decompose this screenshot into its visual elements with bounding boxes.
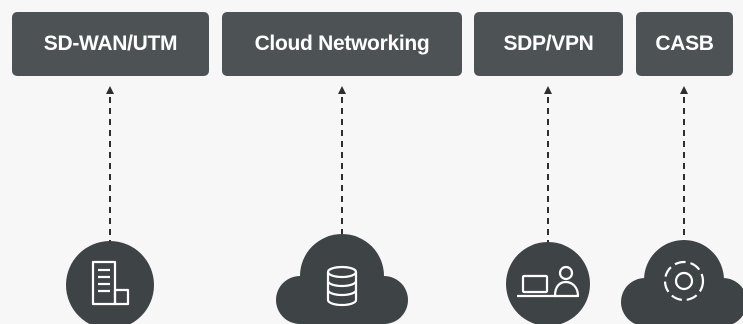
arrowhead-casb (680, 86, 688, 94)
box-sdp-vpn: SDP/VPN (474, 12, 623, 76)
cloud-database-icon (276, 234, 408, 324)
box-cloud-networking: Cloud Networking (222, 12, 462, 76)
arrowhead-sd-wan-utm (106, 86, 114, 94)
box-label-cloud-networking: Cloud Networking (254, 32, 430, 55)
box-label-casb: CASB (655, 32, 714, 55)
arrowhead-sdp-vpn (544, 86, 552, 94)
box-casb: CASB (636, 12, 733, 76)
office-building-icon (66, 241, 154, 324)
remote-user-laptop-icon (506, 242, 590, 324)
box-label-sdp-vpn: SDP/VPN (503, 32, 594, 55)
box-label-sd-wan-utm: SD-WAN/UTM (43, 32, 178, 55)
cloud-gear-icon (621, 240, 743, 324)
arrowhead-cloud-networking (338, 86, 346, 94)
box-sd-wan-utm: SD-WAN/UTM (12, 12, 209, 76)
